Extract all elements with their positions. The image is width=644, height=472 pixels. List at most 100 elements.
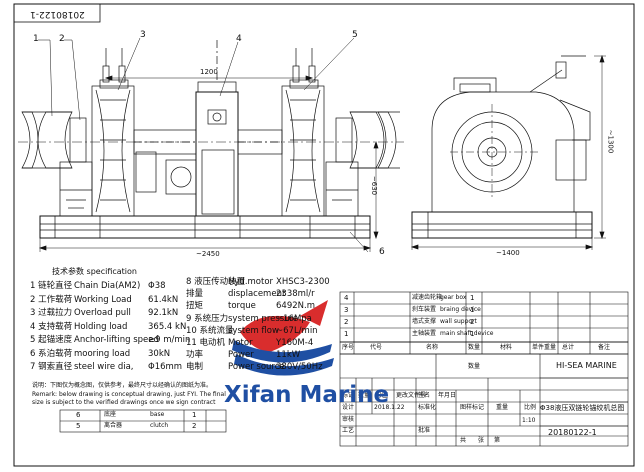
part-qty: 1 [470, 330, 475, 338]
label-count: 数量 [468, 363, 481, 370]
dim-1400: ~1400 [496, 249, 520, 257]
part-no: 4 [344, 294, 349, 302]
label-design: 设计 [342, 404, 355, 411]
spec-value: 92.1kN [148, 308, 179, 318]
part-name-en: gear box [440, 294, 467, 301]
spec-label-en: Anchor-lifting speed [74, 335, 159, 345]
label-approve: 批准 [418, 427, 431, 434]
part-name-en: braing device [440, 306, 481, 313]
spec-value: ~16Mpa [276, 313, 312, 324]
spec-label-cn: 6 系泊载荷 [30, 348, 73, 359]
parts-header-cell: 数量 [468, 344, 481, 351]
drawing-title: Φ38液压双链轮锚绞机总图 [540, 404, 625, 412]
spec-value: Y160M-4 [276, 338, 314, 348]
spec-label-en: Holding load [74, 321, 128, 332]
parts-header-cell: 材料 [500, 344, 513, 351]
remark-cn: 说明：下图仅为概念图，仅供参考，最终尺寸以经确认的图纸为准。 [32, 382, 213, 389]
spec-title: 技术参数 specification [52, 267, 137, 276]
part-no: 5 [76, 422, 81, 430]
label-total: 共 [460, 437, 467, 444]
company-name: HI-SEA MARINE [556, 361, 617, 370]
part-name-cn: 墙式支撑 [412, 318, 437, 325]
sheet-border [13, 3, 635, 467]
title-block-scale: 1:10 [522, 417, 536, 424]
spec-label-cn: 功率 [186, 350, 204, 361]
spec-label-cn: 8 液压传动装置 [186, 277, 246, 287]
spec-label-cn: 7 钢索直径 [30, 362, 73, 372]
parts-header-cell: 名称 [426, 344, 439, 351]
part-name-en: wall support [440, 318, 477, 325]
part-qty: 1 [192, 411, 197, 419]
label-std: 标准化 [418, 404, 437, 411]
parts-header-cell: 单件重量 [532, 344, 557, 351]
spec-label-en: system pressure [228, 313, 299, 324]
side-view [410, 54, 606, 250]
spec-value: ≥9 m/min [148, 335, 191, 345]
spec-label-en: steel wire dia, [74, 362, 134, 372]
spec-label-en: Working Load [74, 294, 132, 305]
spec-label-en: system flow [228, 325, 279, 336]
parts-header-cell: 备注 [598, 344, 611, 351]
label-weight: 重量 [496, 404, 509, 411]
part-name-cn: 刹车装置 [412, 306, 437, 313]
front-view [18, 37, 404, 253]
spec-label-en: Power [228, 350, 254, 361]
dim-2450: ~2450 [196, 250, 220, 258]
label-mark: 标记 [342, 392, 355, 399]
part-qty: 2 [192, 422, 197, 430]
spec-label-cn: 电制 [186, 362, 204, 373]
xifan-marine-logo-text: Xifan Marine [224, 382, 390, 408]
part-no: 6 [76, 411, 81, 419]
spec-value: 6492N.m [276, 301, 315, 312]
parts-header-cell: 代号 [370, 344, 383, 351]
title-block-date: 2018.1.22 [374, 404, 405, 411]
part-no: 1 [344, 330, 349, 338]
spec-label-cn: 3 过载拉力 [30, 308, 73, 318]
label-doc: 更改文件号 [396, 392, 427, 399]
spec-value: 61.4kN [148, 294, 179, 305]
label-zone: 分区 [376, 392, 389, 399]
part-qty: 1 [470, 306, 475, 314]
spec-value: 2338ml/r [276, 289, 315, 300]
spec-value: ~67L/min [276, 325, 318, 336]
xifan-logo-mark [232, 300, 334, 376]
spec-label-cn: 10 系统流量 [186, 325, 234, 336]
remark-en-line2: size is subject to the verified drawings… [32, 399, 216, 406]
label-qty: 数量 [358, 392, 371, 399]
part-name-en: main shaft device [440, 330, 494, 337]
spec-label-en: Power source [228, 362, 285, 373]
drawing-number-box: 20180122-1 [30, 9, 85, 19]
spec-value: Φ16mm [148, 362, 183, 372]
parts-header-cell: 总计 [562, 344, 575, 351]
spec-value: 30kN [148, 348, 171, 359]
part-qty: 1 [470, 294, 475, 302]
label-sheet: 张 [478, 437, 485, 444]
spec-label-cn: 扭矩 [186, 301, 204, 312]
spec-label-cn: 排量 [186, 289, 204, 300]
spec-value: XHSC3-2300 [276, 277, 330, 287]
drawing-number-box-frame [13, 3, 101, 23]
label-process: 工艺 [342, 427, 355, 434]
spec-label-cn: 1 链轮直径 [30, 281, 73, 291]
parts-table-grid [59, 291, 629, 447]
part-qty: 2 [470, 318, 475, 326]
callout-5: 5 [352, 30, 358, 40]
spec-label-cn: 11 电动机 [186, 338, 226, 348]
spec-value: 365.4 kN [148, 321, 187, 332]
spec-label-cn: 9 系统压力 [186, 313, 229, 324]
part-no: 2 [344, 318, 349, 326]
callout-1: 1 [33, 34, 39, 44]
part-name-cn: 减速齿轮箱 [412, 294, 443, 301]
dim-630: ~630 [370, 175, 379, 196]
parts-header-cell: 序号 [342, 344, 355, 351]
label-check: 审核 [342, 416, 355, 423]
spec-label-en: Motor [228, 338, 253, 348]
spec-label-cn: 4 支持载荷 [30, 321, 73, 332]
spec-label-en: Hyd.motor [228, 277, 274, 287]
spec-label-en: Chain Dia(AM2) [74, 281, 141, 291]
spec-label-en: displacement [228, 289, 286, 300]
part-name-cn: 离合器 [104, 422, 123, 429]
callout-6: 6 [379, 247, 385, 257]
